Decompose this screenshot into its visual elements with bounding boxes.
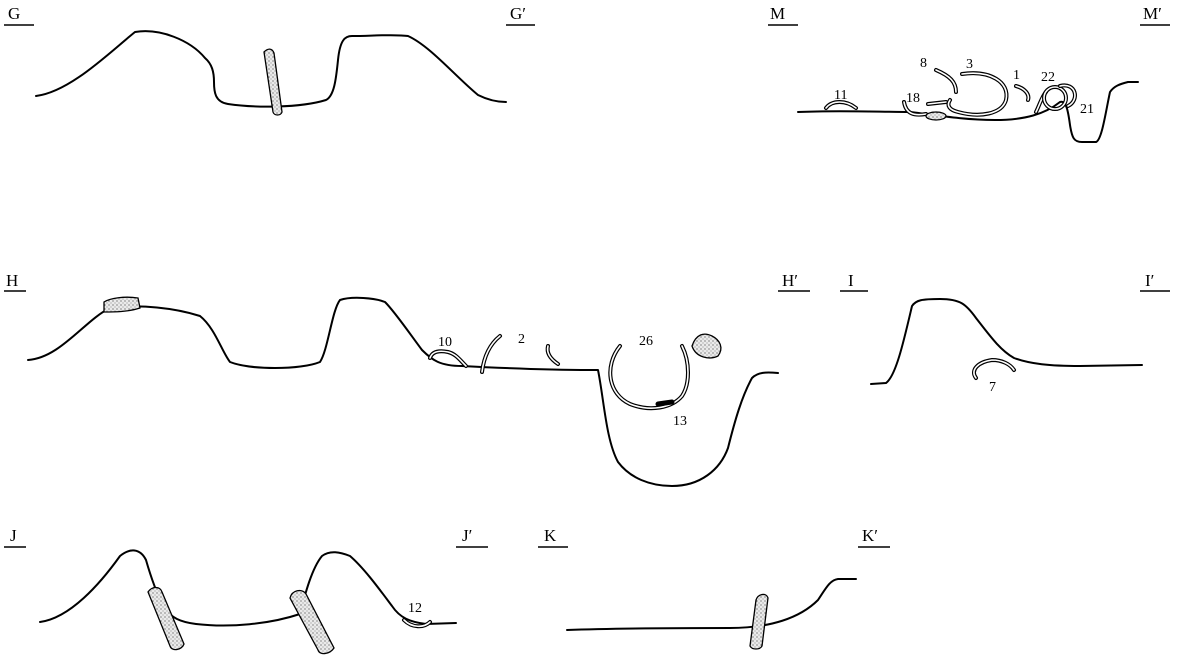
- section-j-right-label: J′: [462, 526, 472, 545]
- section-k-right-label: K′: [862, 526, 878, 545]
- artifact-label-22: 22: [1041, 70, 1055, 85]
- section-k-profile: [566, 578, 857, 631]
- stone-icon: [103, 296, 141, 313]
- artifact-label-18: 18: [906, 91, 920, 106]
- stone-icon: [289, 589, 335, 655]
- section-m-left-label: M: [770, 4, 785, 23]
- section-h-profile: [27, 296, 779, 487]
- artifact-10-icon: [428, 349, 468, 368]
- section-m-right-label: M′: [1143, 4, 1162, 23]
- section-h-right-label: H′: [782, 271, 798, 290]
- section-j-profile: [39, 549, 457, 627]
- artifact-label-11: 11: [834, 88, 847, 103]
- artifact-label-8: 8: [920, 56, 927, 71]
- artifact-label-12: 12: [408, 601, 422, 616]
- section-m: M M′ 11 18 8 3 1 22 21: [768, 4, 1170, 143]
- section-k-left-label: K: [544, 526, 557, 545]
- section-g-left-label: G: [8, 4, 20, 23]
- stone-icon: [691, 333, 722, 359]
- stone-icon: [147, 586, 185, 651]
- artifact-label-21: 21: [1080, 102, 1094, 117]
- artifact-label-10: 10: [438, 335, 452, 350]
- section-i: I I′ 7: [840, 271, 1170, 395]
- section-g: G G′: [4, 4, 535, 116]
- stone-icon: [925, 111, 947, 121]
- artifact-label-7: 7: [989, 380, 996, 395]
- section-h-left-label: H: [6, 271, 18, 290]
- artifact-label-3: 3: [966, 57, 973, 72]
- section-g-profile: [35, 30, 507, 108]
- artifact-7-icon: [972, 357, 1016, 380]
- artifact-label-1: 1: [1013, 68, 1020, 83]
- section-i-left-label: I: [848, 271, 854, 290]
- section-h: H H′ 10 2 26 13: [4, 271, 810, 487]
- artifact-13-icon: [655, 399, 675, 407]
- section-k: K K′: [538, 526, 890, 650]
- stone-icon: [263, 48, 283, 116]
- stone-icon: [749, 593, 769, 650]
- artifact-label-2: 2: [518, 332, 525, 347]
- artifact-label-26: 26: [639, 334, 653, 349]
- section-g-right-label: G′: [510, 4, 526, 23]
- section-j: J J′ 12: [4, 526, 488, 655]
- section-i-right-label: I′: [1145, 271, 1154, 290]
- section-i-profile: [870, 298, 1143, 385]
- artifact-label-13: 13: [673, 414, 687, 429]
- section-j-left-label: J: [10, 526, 17, 545]
